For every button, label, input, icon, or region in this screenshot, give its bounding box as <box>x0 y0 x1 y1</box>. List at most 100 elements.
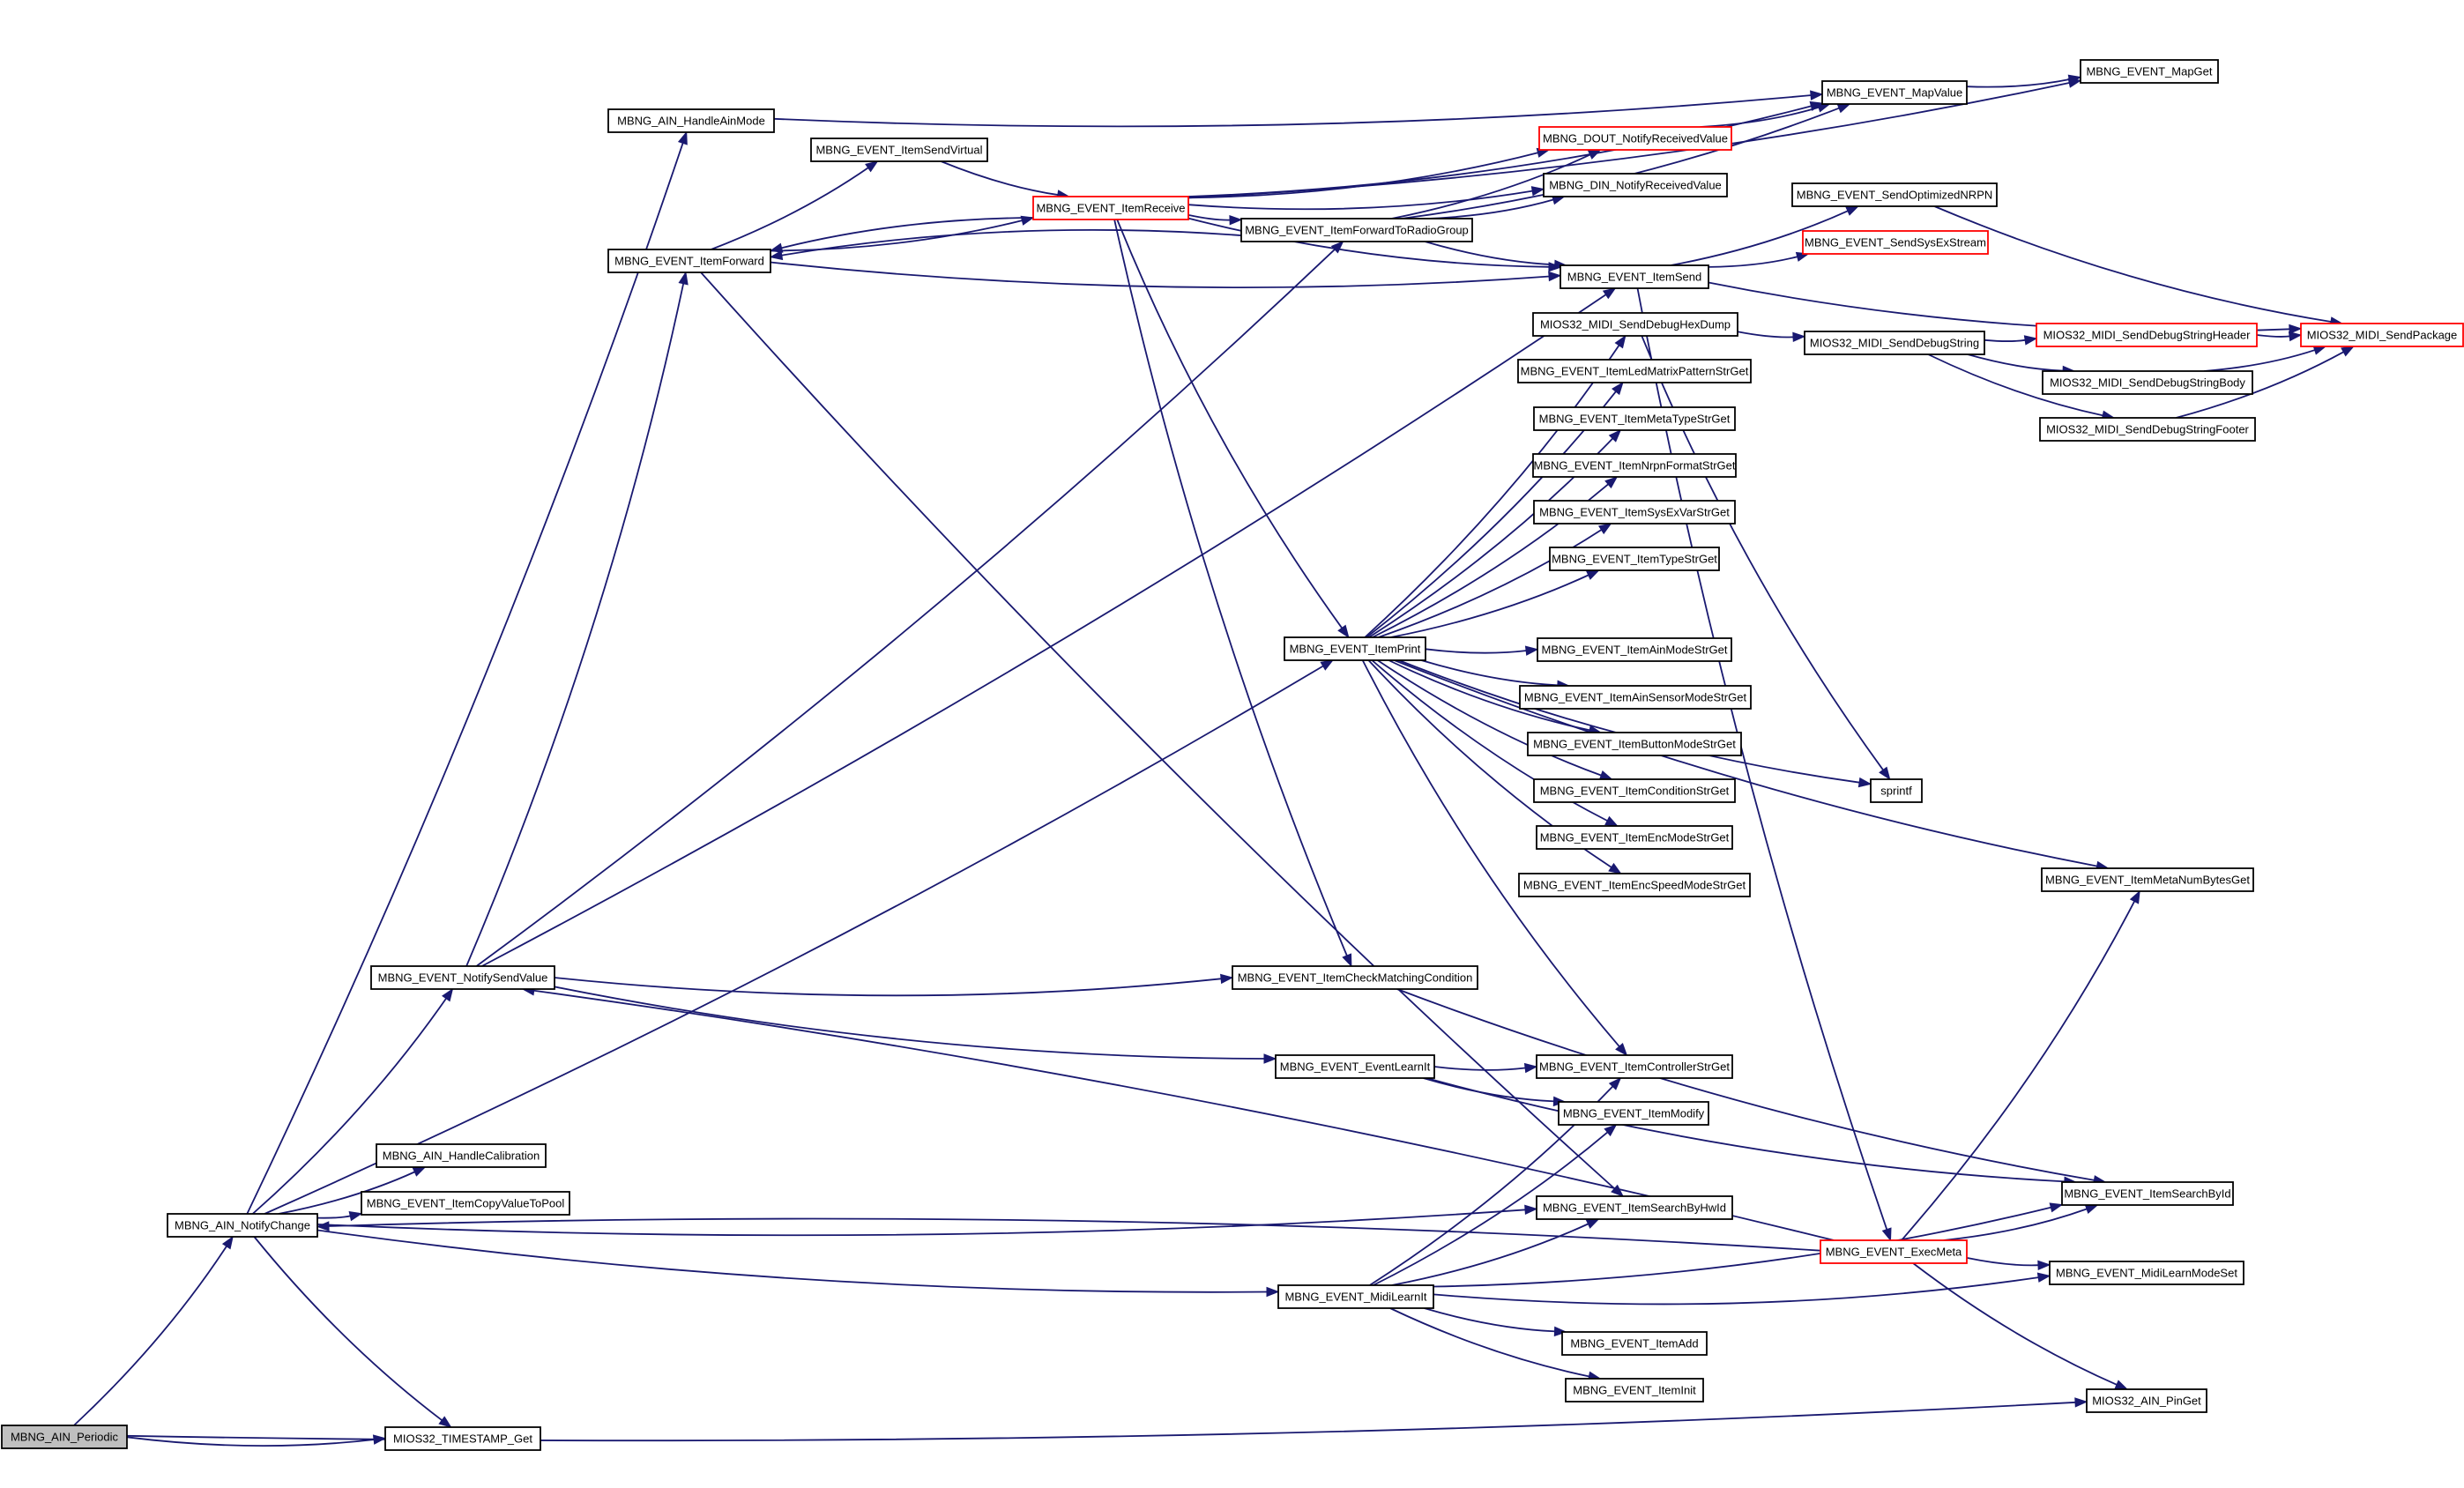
node-meta-bytes[interactable]: MBNG_EVENT_ItemMetaNumBytesGet <box>2041 867 2254 892</box>
node-label: MBNG_EVENT_ItemInit <box>1573 1384 1696 1397</box>
edge-line <box>316 1215 352 1219</box>
node-din-notify[interactable]: MBNG_DIN_NotifyReceivedValue <box>1543 173 1728 197</box>
node-box <box>2042 370 2253 395</box>
edge-line <box>770 261 1551 289</box>
edge-line <box>1424 1307 1556 1333</box>
arrowhead <box>438 1416 452 1428</box>
edge-line <box>1984 339 2027 342</box>
node-send-virtual[interactable]: MBNG_EVENT_ItemSendVirtual <box>810 138 988 162</box>
node-send-opt-nrpn[interactable]: MBNG_EVENT_SendOptimizedNRPN <box>1791 182 1998 207</box>
edge-line <box>1391 1223 1589 1286</box>
node-ain-pinget[interactable]: MIOS32_AIN_PinGet <box>2086 1388 2207 1413</box>
edge-exec_meta-to-notify_change <box>316 1217 1821 1252</box>
node-box <box>1565 1378 1704 1402</box>
edge-debug_header-to-send_package <box>2256 331 2303 342</box>
arrowhead <box>1548 271 1562 282</box>
node-debug-header[interactable]: MIOS32_MIDI_SendDebugStringHeader <box>2036 323 2258 347</box>
node-midi-learn[interactable]: MBNG_EVENT_MidiLearnIt <box>1277 1284 1434 1309</box>
node-box <box>1543 173 1728 197</box>
node-item-print[interactable]: MBNG_EVENT_ItemPrint <box>1284 636 1426 661</box>
edge-map_value-to-map_get <box>1966 74 2082 88</box>
node-learn-mode[interactable]: MBNG_EVENT_MidiLearnModeSet <box>2049 1261 2244 1285</box>
node-periodic[interactable]: MBNG_AIN_Periodic <box>1 1425 128 1449</box>
edge-line <box>475 248 1336 967</box>
node-handle-cal[interactable]: MBNG_AIN_HandleCalibration <box>376 1143 547 1168</box>
node-ain-mode[interactable]: MBNG_EVENT_ItemAinModeStrGet <box>1537 637 1732 662</box>
node-learn-it[interactable]: MBNG_EVENT_EventLearnIt <box>1275 1054 1435 1079</box>
node-debug-footer[interactable]: MIOS32_MIDI_SendDebugStringFooter <box>2039 417 2256 442</box>
node-item-forward[interactable]: MBNG_EVENT_ItemForward <box>607 249 771 273</box>
edge-item_print-to-condition_str <box>1377 659 1613 780</box>
node-label: MBNG_EVENT_ItemAinModeStrGet <box>1542 644 1728 657</box>
node-led-matrix[interactable]: MBNG_EVENT_ItemLedMatrixPatternStrGet <box>1517 359 1752 383</box>
node-box <box>376 1143 547 1168</box>
node-copy-pool[interactable]: MBNG_EVENT_ItemCopyValueToPool <box>361 1191 570 1216</box>
node-hex-dump[interactable]: MIOS32_MIDI_SendDebugHexDump <box>1532 312 1738 337</box>
node-debug-string[interactable]: MIOS32_MIDI_SendDebugString <box>1804 331 1985 355</box>
arrowhead <box>1330 241 1344 254</box>
node-sprintf[interactable]: sprintf <box>1870 778 1923 803</box>
node-item-add[interactable]: MBNG_EVENT_ItemAdd <box>1561 1331 1708 1356</box>
node-label: MBNG_EVENT_ItemPrint <box>1290 643 1421 656</box>
node-meta-type[interactable]: MBNG_EVENT_ItemMetaTypeStrGet <box>1533 406 1736 431</box>
node-debug-body[interactable]: MIOS32_MIDI_SendDebugStringBody <box>2042 370 2253 395</box>
node-search-hwid[interactable]: MBNG_EVENT_ItemSearchByHwId <box>1536 1195 1733 1220</box>
node-item-init[interactable]: MBNG_EVENT_ItemInit <box>1565 1378 1704 1402</box>
arrowhead <box>1523 1062 1538 1074</box>
edge-debug_footer-to-send_package <box>2176 346 2355 419</box>
arrowhead <box>1604 1124 1618 1137</box>
edge-line <box>316 1229 1269 1293</box>
node-exec-meta[interactable]: MBNG_EVENT_ExecMeta <box>1820 1239 1968 1264</box>
arrowhead <box>1881 1227 1892 1242</box>
edge-item_forward-to-item_receive <box>770 215 1035 252</box>
node-label: MBNG_EVENT_ItemSendVirtual <box>815 144 982 157</box>
edge-item_receive-to-item_print <box>1116 219 1350 639</box>
edge-line <box>246 142 684 1215</box>
edge-line <box>1433 1206 2052 1288</box>
node-enc-mode[interactable]: MBNG_EVENT_ItemEncModeStrGet <box>1536 825 1733 850</box>
arrowhead <box>1608 862 1622 874</box>
node-notify-send[interactable]: MBNG_EVENT_NotifySendValue <box>370 965 555 990</box>
node-sysex-var[interactable]: MBNG_EVENT_ItemSysExVarStrGet <box>1533 500 1736 525</box>
node-label: MBNG_EVENT_ItemCopyValueToPool <box>367 1197 565 1210</box>
edge-item_print-to-type_str <box>1390 569 1600 638</box>
edge-line <box>1671 210 1850 266</box>
node-item-send[interactable]: MBNG_EVENT_ItemSend <box>1560 264 1709 289</box>
edge-debug_body-to-send_package <box>2203 345 2327 372</box>
edge-line <box>1927 353 2104 417</box>
node-ain-sensor[interactable]: MBNG_EVENT_ItemAinSensorModeStrGet <box>1519 685 1752 710</box>
node-send-package[interactable]: MIOS32_MIDI_SendPackage <box>2300 323 2464 347</box>
node-dout-notify[interactable]: MBNG_DOUT_NotifyReceivedValue <box>1538 126 1732 151</box>
edge-line <box>1425 241 1556 266</box>
node-check-cond[interactable]: MBNG_EVENT_ItemCheckMatchingCondition <box>1232 965 1478 990</box>
arrowhead <box>2049 1202 2064 1213</box>
node-controller-str[interactable]: MBNG_EVENT_ItemControllerStrGet <box>1536 1054 1733 1079</box>
arrowhead <box>1879 766 1891 781</box>
node-type-str[interactable]: MBNG_EVENT_ItemTypeStrGet <box>1549 547 1720 571</box>
arrowhead <box>1320 659 1335 671</box>
node-search-id[interactable]: MBNG_EVENT_ItemSearchById <box>2061 1181 2234 1206</box>
node-map-value[interactable]: MBNG_EVENT_MapValue <box>1821 80 1968 105</box>
arrowhead <box>1845 205 1860 216</box>
edge-hex_dump-to-sprintf <box>1641 335 1891 781</box>
node-condition-str[interactable]: MBNG_EVENT_ItemConditionStrGet <box>1533 778 1736 803</box>
edge-line <box>1708 256 1798 268</box>
node-map-get[interactable]: MBNG_EVENT_MapGet <box>2080 59 2219 84</box>
node-fwd-radio[interactable]: MBNG_EVENT_ItemForwardToRadioGroup <box>1240 218 1473 242</box>
node-handle-ain[interactable]: MBNG_AIN_HandleAinMode <box>607 108 775 133</box>
edge-line <box>252 997 448 1215</box>
arrowhead <box>2288 331 2303 342</box>
node-label: MBNG_EVENT_SendOptimizedNRPN <box>1797 189 1993 202</box>
node-nrpn-fmt[interactable]: MBNG_EVENT_ItemNrpnFormatStrGet <box>1532 453 1737 478</box>
node-send-sysex[interactable]: MBNG_EVENT_SendSysExStream <box>1802 230 1989 255</box>
node-box <box>607 108 775 133</box>
node-button-mode[interactable]: MBNG_EVENT_ItemButtonModeStrGet <box>1527 732 1742 756</box>
node-timestamp[interactable]: MIOS32_TIMESTAMP_Get <box>384 1426 541 1451</box>
node-item-modify[interactable]: MBNG_EVENT_ItemModify <box>1558 1101 1709 1126</box>
edge-line <box>1390 574 1590 638</box>
node-item-receive[interactable]: MBNG_EVENT_ItemReceive <box>1032 196 1189 220</box>
node-enc-speed[interactable]: MBNG_EVENT_ItemEncSpeedModeStrGet <box>1518 873 1751 897</box>
node-notify-change[interactable]: MBNG_AIN_NotifyChange <box>167 1213 318 1238</box>
node-box <box>810 138 988 162</box>
edge-handle_ain-to-map_value <box>773 90 1824 128</box>
